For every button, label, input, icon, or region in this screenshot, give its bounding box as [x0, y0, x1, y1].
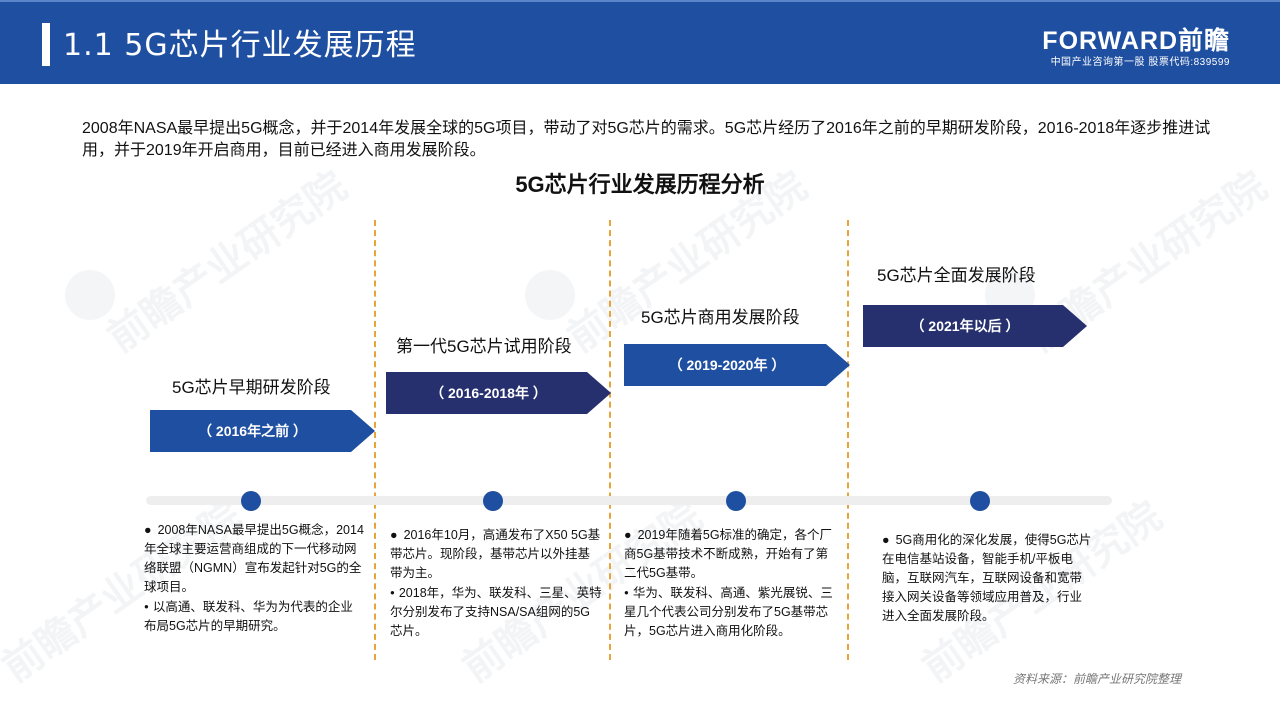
stage-1-name: 5G芯片早期研发阶段: [172, 378, 331, 397]
stage-4-period: （ 2021年以后 ）: [910, 318, 1020, 334]
stage-3-period: （ 2019-2020年 ）: [668, 357, 786, 373]
stage-3-bullet-1: 2019年随着5G标准的确定，各个厂商5G基带技术不断成熟，开始有了第二代5G基…: [624, 526, 838, 583]
timeline-dot-4: [970, 491, 990, 511]
stage-1-description: 2008年NASA最早提出5G概念，2014年全球主要运营商组成的下一代移动网络…: [144, 521, 364, 636]
chart-title: 5G芯片行业发展历程分析: [515, 172, 765, 197]
stage-2-description: 2016年10月，高通发布了X50 5G基带芯片。现阶段，基带芯片以外挂基带为主…: [390, 526, 602, 641]
timeline-track: [146, 496, 1112, 505]
stage-divider: [374, 220, 376, 660]
stage-3-description: 2019年随着5G标准的确定，各个厂商5G基带技术不断成熟，开始有了第二代5G基…: [624, 526, 838, 641]
stage-2-bullet-1: 2016年10月，高通发布了X50 5G基带芯片。现阶段，基带芯片以外挂基带为主…: [390, 526, 602, 583]
stage-4-bullet-1: 5G商用化的深化发展，使得5G芯片在电信基站设备，智能手机/平板电脑，互联网汽车…: [882, 531, 1094, 626]
logo-subtitle: 中国产业咨询第一股 股票代码:839599: [1050, 57, 1230, 68]
timeline-dot-3: [726, 491, 746, 511]
stage-2-period: （ 2016-2018年 ）: [430, 385, 547, 401]
logo-text: FORWARD前瞻: [1042, 27, 1230, 55]
stage-1-period: （ 2016年之前 ）: [198, 423, 307, 439]
forward-logo: FORWARD前瞻 中国产业咨询第一股 股票代码:839599: [1042, 28, 1230, 70]
stage-4-period-arrow: （ 2021年以后 ）: [863, 305, 1087, 347]
stage-1-bullet-2: 以高通、联发科、华为为代表的企业布局5G芯片的早期研究。: [144, 597, 364, 636]
stage-4-name: 5G芯片全面发展阶段: [877, 266, 1036, 285]
intro-paragraph: 2008年NASA最早提出5G概念，并于2014年发展全球的5G项目，带动了对5…: [82, 120, 1211, 159]
timeline-dot-1: [241, 491, 261, 511]
stage-divider: [609, 220, 611, 660]
header-banner: 1.1 5G芯片行业发展历程 FORWARD前瞻 中国产业咨询第一股 股票代码:…: [0, 0, 1280, 84]
stage-3-bullet-2: 华为、联发科、高通、紫光展锐、三星几个代表公司分别发布了5G基带芯片，5G芯片进…: [624, 583, 838, 641]
watermark-logo-icon: [65, 270, 115, 320]
stage-2-name: 第一代5G芯片试用阶段: [396, 337, 572, 356]
timeline-dot-2: [483, 491, 503, 511]
stage-1-bullet-1: 2008年NASA最早提出5G概念，2014年全球主要运营商组成的下一代移动网络…: [144, 521, 364, 597]
stage-4-description: 5G商用化的深化发展，使得5G芯片在电信基站设备，智能手机/平板电脑，互联网汽车…: [882, 531, 1094, 626]
stage-3-name: 5G芯片商用发展阶段: [641, 308, 800, 327]
stage-2-bullet-2: 2018年，华为、联发科、三星、英特尔分别发布了支持NSA/SA组网的5G芯片。: [390, 583, 602, 641]
stage-1-period-arrow: （ 2016年之前 ）: [150, 410, 375, 452]
stage-2-period-arrow: （ 2016-2018年 ）: [386, 372, 611, 414]
page-title: 1.1 5G芯片行业发展历程: [63, 28, 417, 63]
stage-3-period-arrow: （ 2019-2020年 ）: [624, 344, 850, 386]
watermark-logo-icon: [525, 270, 575, 320]
source-note: 资料来源：前瞻产业研究院整理: [1013, 672, 1182, 686]
header-accent-bar: [42, 23, 50, 66]
stage-divider: [847, 220, 849, 660]
